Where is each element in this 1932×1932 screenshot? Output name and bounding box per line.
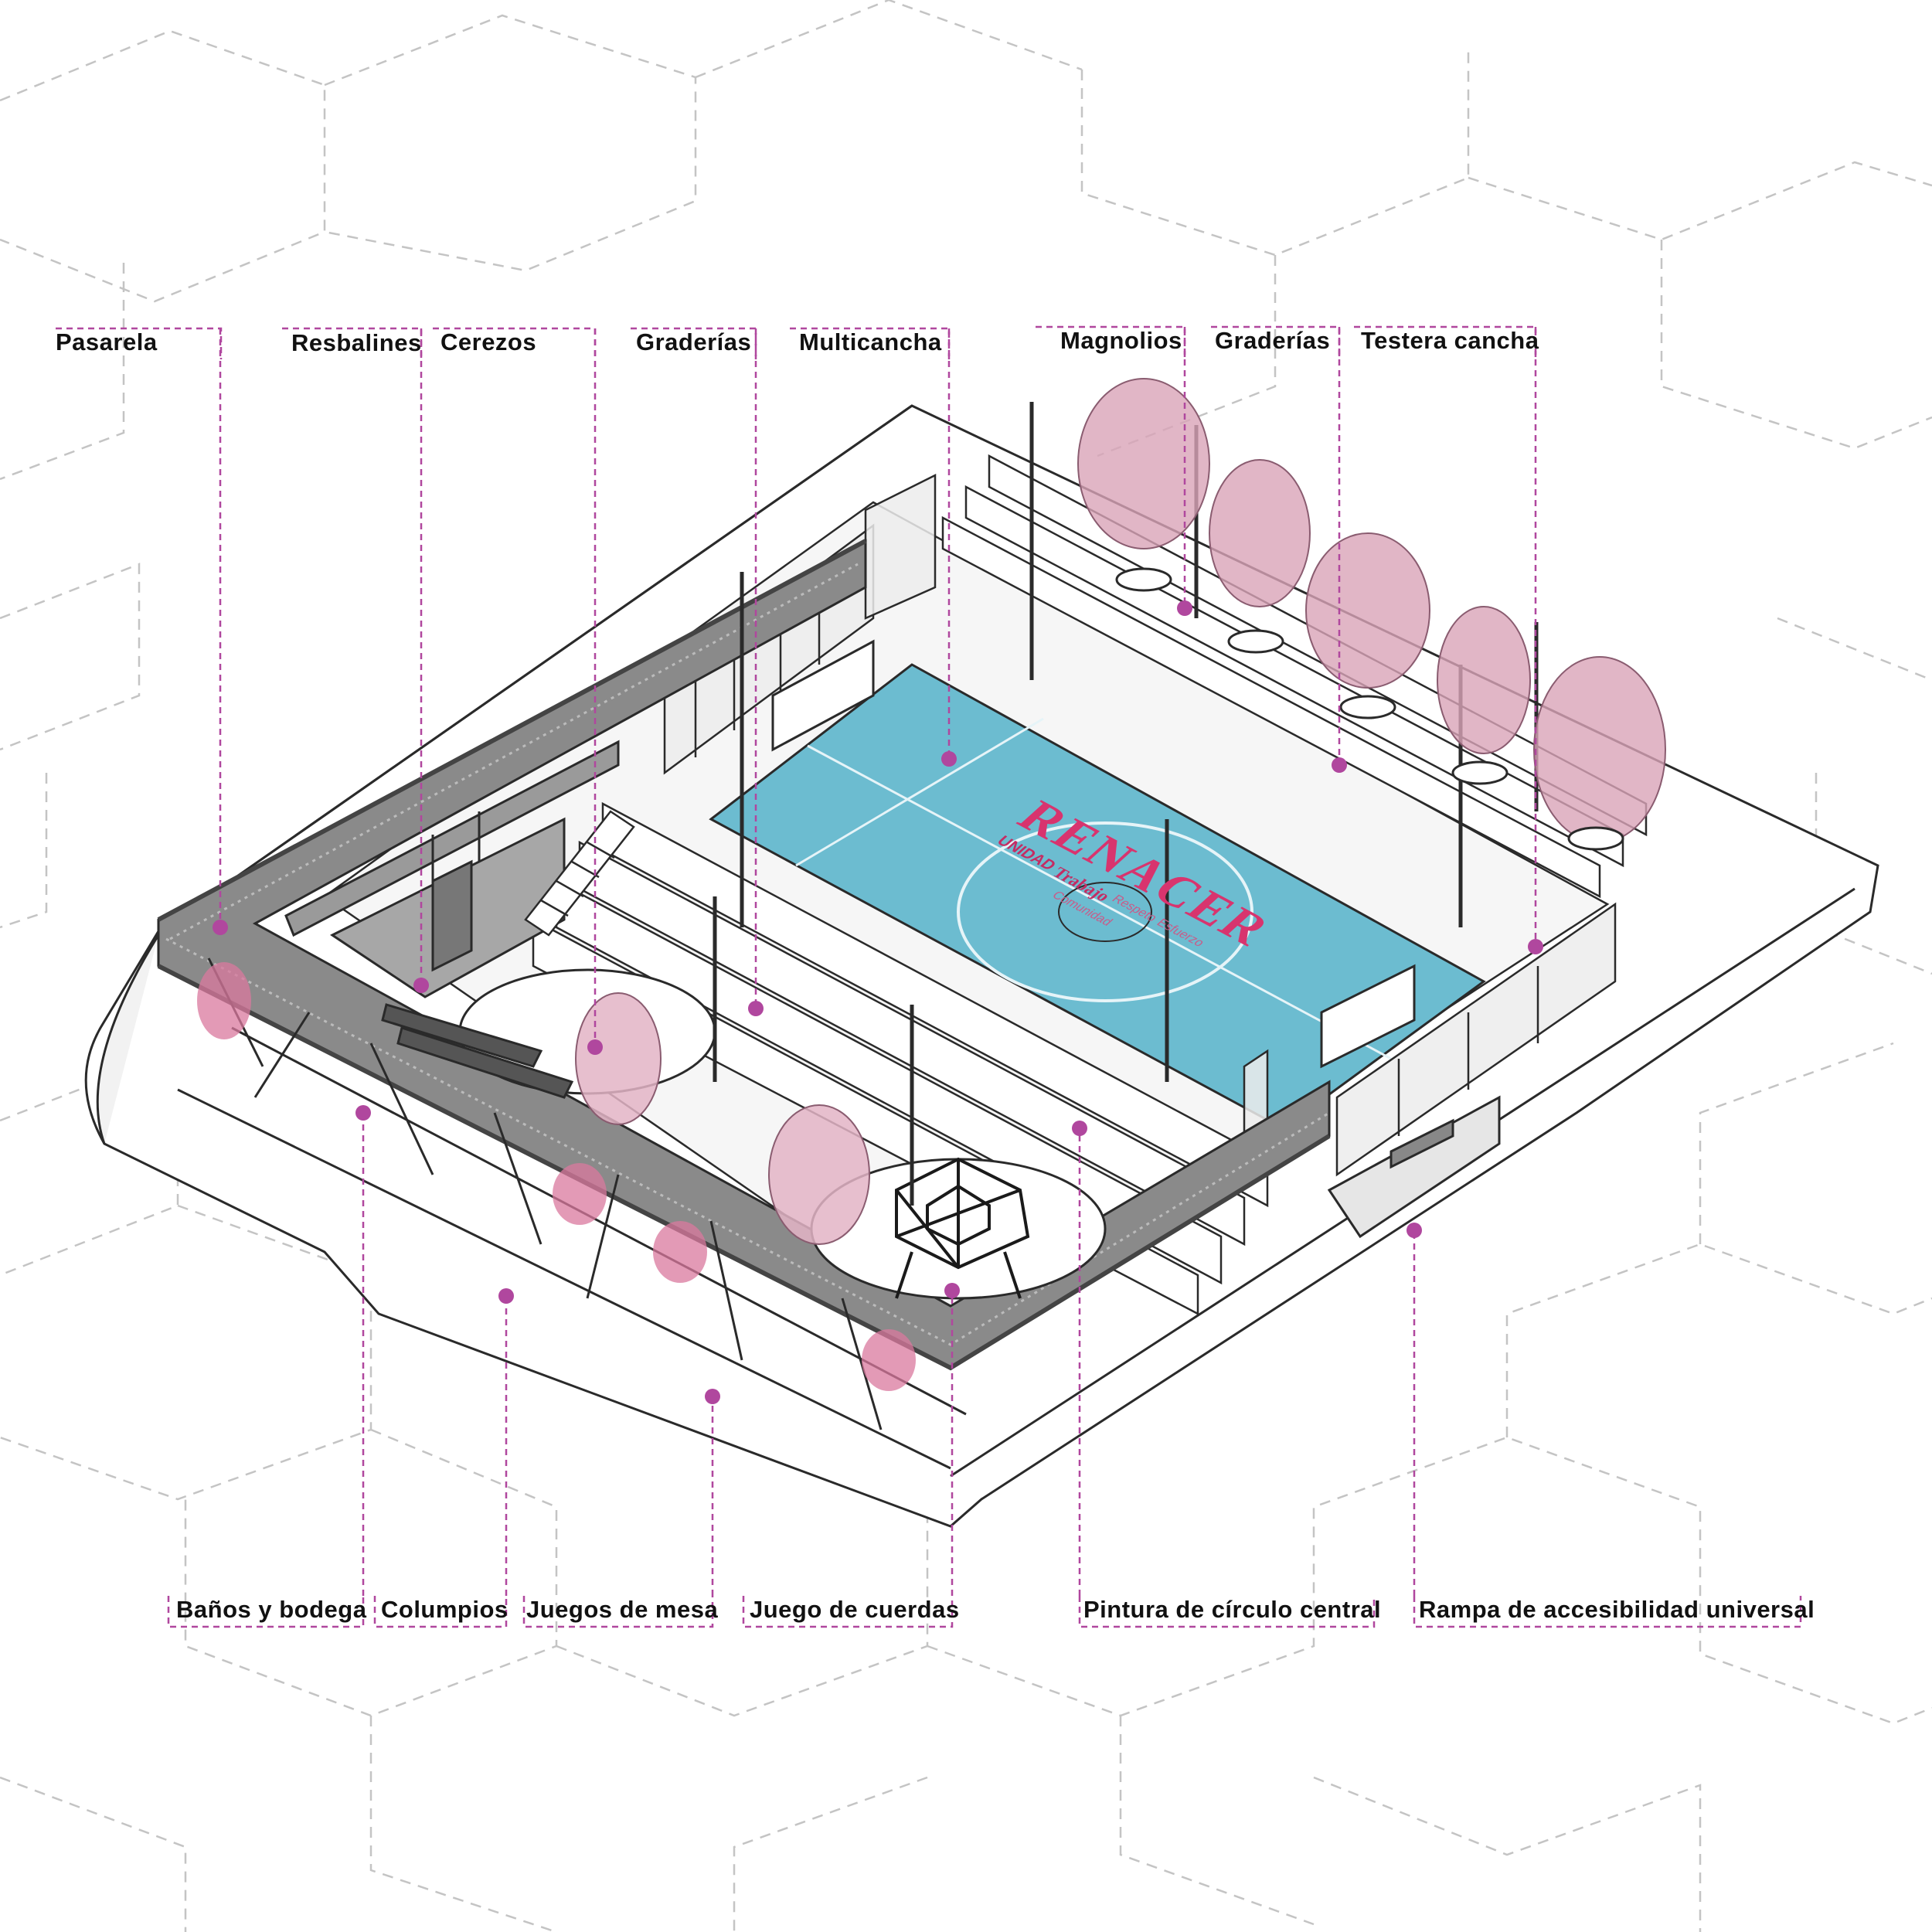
juego-cuerdas-structure (895, 1157, 1030, 1299)
callout-dot (748, 1001, 764, 1016)
callout-dot (941, 751, 957, 767)
court-lettering: RENACER UNIDAD Trabajo Respeto Esfuerzo … (974, 791, 1284, 968)
banos-bodega-building (330, 817, 566, 998)
label-resbalines: Resbalines (291, 329, 422, 356)
magnolio-trees (1077, 378, 1666, 843)
callout-dot (1072, 1121, 1087, 1136)
label-pintura-circulo: Pintura de círculo central (1083, 1596, 1382, 1623)
tree-planters (1115, 567, 1624, 851)
label-rampa-accesibilidad: Rampa de accesibilidad universal (1419, 1596, 1815, 1623)
label-pasarela: Pasarela (56, 328, 158, 355)
callout-dot (1177, 600, 1192, 616)
callout-dot (213, 920, 228, 935)
label-multicancha: Multicancha (799, 328, 942, 355)
label-juegos-mesa: Juegos de mesa (526, 1596, 719, 1623)
court-fences (663, 473, 1617, 1177)
callout-dot (587, 1039, 603, 1055)
label-testera-cancha: Testera cancha (1361, 327, 1539, 354)
light-poles (713, 402, 1539, 1206)
pasarela-walkway (157, 539, 1331, 1430)
callout-dot (498, 1288, 514, 1304)
rampa-accesibilidad (1327, 1095, 1501, 1239)
label-columpios: Columpios (381, 1596, 509, 1623)
callout-dot (705, 1389, 720, 1404)
callout-dot (413, 978, 429, 993)
inner-ground (322, 501, 1610, 1331)
callout-dot (355, 1105, 371, 1121)
label-cerezos: Cerezos (440, 328, 537, 355)
label-magnolios: Magnolios (1060, 327, 1182, 354)
site-platform (84, 404, 1879, 1528)
cerezo-trees (575, 992, 870, 1245)
callout-dot (1406, 1223, 1422, 1238)
callout-dot (944, 1283, 960, 1298)
planter-flowers (197, 962, 916, 1391)
callout-dot (1528, 939, 1543, 954)
label-juego-cuerdas: Juego de cuerdas (750, 1596, 960, 1623)
label-graderias-1: Graderías (636, 328, 752, 355)
play-circles (458, 968, 1107, 1300)
label-banos-bodega: Baños y bodega (176, 1596, 367, 1623)
stairs (524, 810, 635, 937)
resbalines-slides (381, 1003, 574, 1099)
label-graderias-2: Graderías (1215, 327, 1331, 354)
callout-dot (1332, 757, 1347, 773)
